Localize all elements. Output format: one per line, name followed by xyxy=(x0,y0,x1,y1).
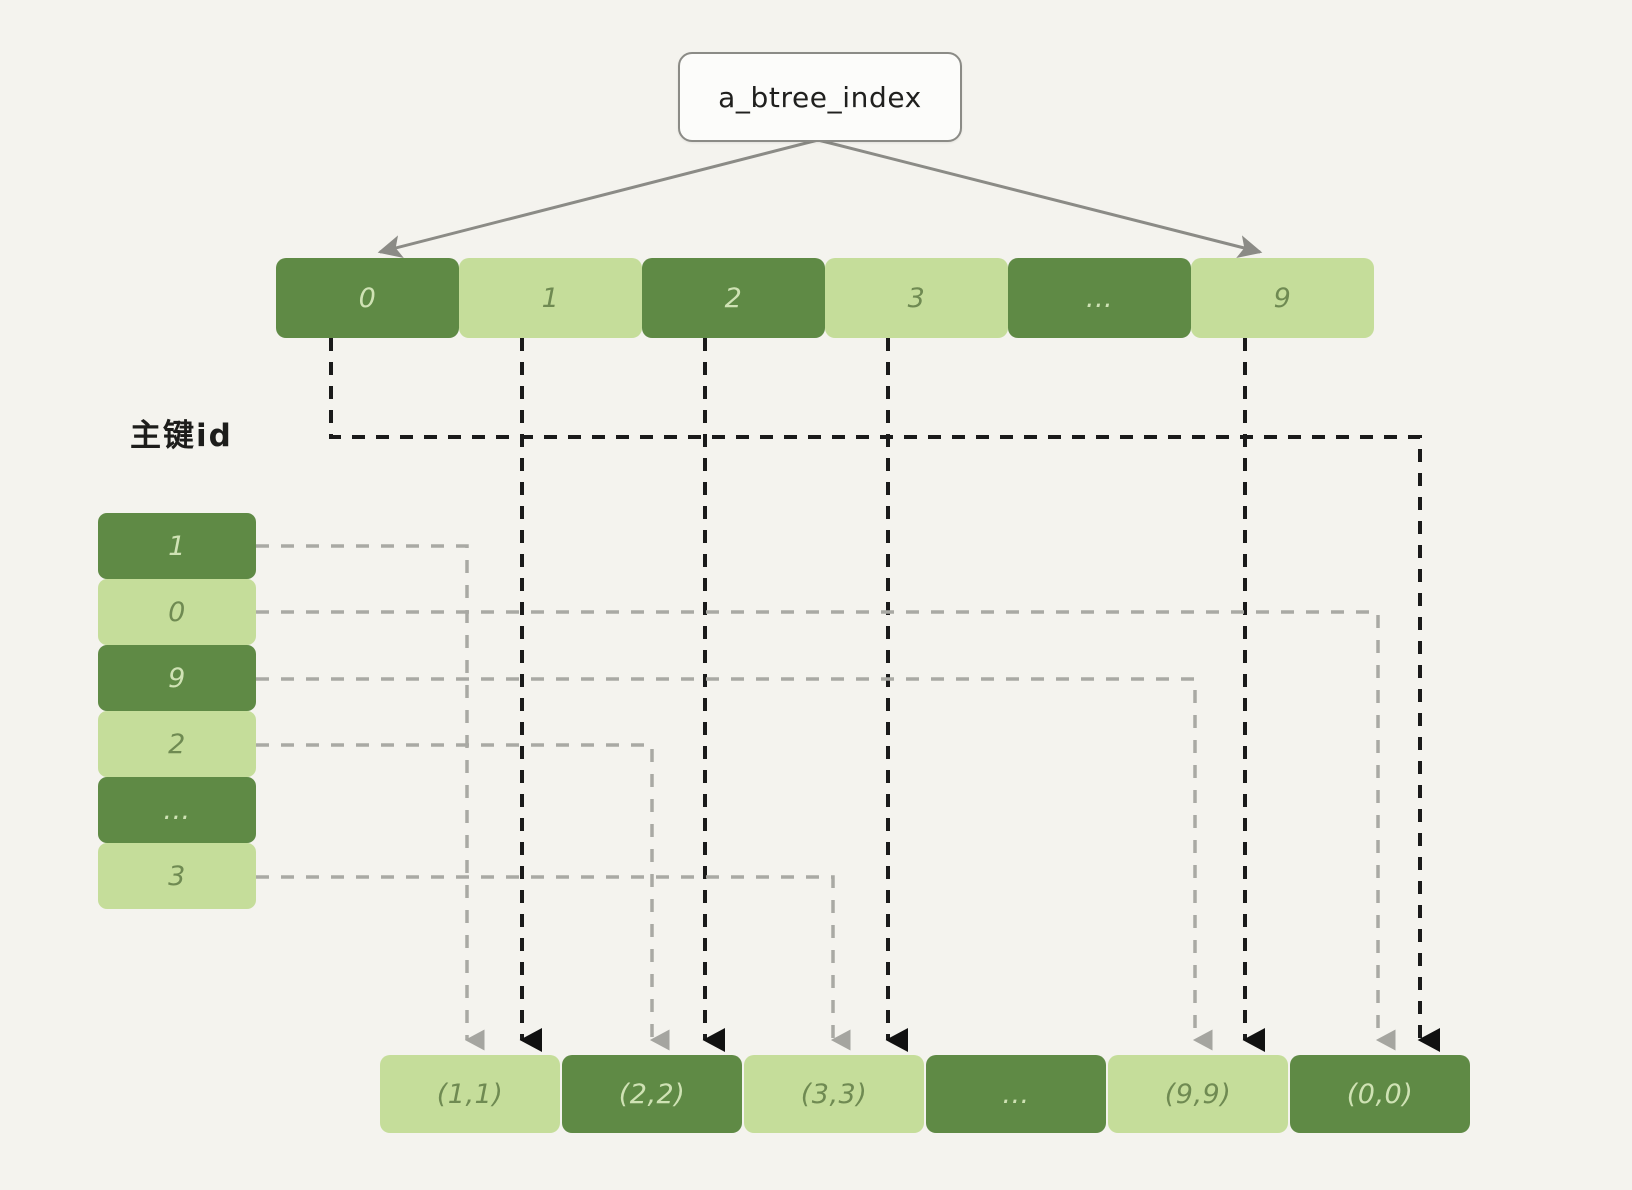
leaf-cell-ellipsis[interactable]: ... xyxy=(926,1055,1106,1133)
pk-cell-1-label: 1 xyxy=(168,530,186,562)
pk-cell-ellipsis-label: ... xyxy=(163,794,191,826)
index-cell-9[interactable]: 9 xyxy=(1191,258,1374,338)
pk-cell-3[interactable]: 3 xyxy=(98,843,256,909)
leaf-cell-3-3-label: (3,3) xyxy=(800,1078,868,1110)
pk-cell-3-label: 3 xyxy=(168,860,186,892)
index-cell-0-label: 0 xyxy=(358,282,377,314)
root-to-index-arrows xyxy=(377,138,1263,259)
leaf-cell-3-3[interactable]: (3,3) xyxy=(744,1055,924,1133)
pk-cell-0[interactable]: 0 xyxy=(98,579,256,645)
pk-cell-1[interactable]: 1 xyxy=(98,513,256,579)
leaf-cell-0-0[interactable]: (0,0) xyxy=(1290,1055,1470,1133)
index-cell-2-label: 2 xyxy=(724,282,743,314)
pk-cell-ellipsis[interactable]: ... xyxy=(98,777,256,843)
leaf-cell-0-0-label: (0,0) xyxy=(1346,1078,1414,1110)
index-title-label: a_btree_index xyxy=(718,80,922,114)
index-cell-ellipsis[interactable]: ... xyxy=(1008,258,1191,338)
index-to-leaf-wires xyxy=(329,338,1440,1052)
leaf-cell-9-9-label: (9,9) xyxy=(1164,1078,1232,1110)
index-title-box[interactable]: a_btree_index xyxy=(678,52,962,142)
index-cell-3[interactable]: 3 xyxy=(825,258,1008,338)
leaf-cell-1-1-label: (1,1) xyxy=(436,1078,504,1110)
leaf-cell-ellipsis-label: ... xyxy=(1002,1078,1030,1110)
pk-cell-2-label: 2 xyxy=(168,728,186,760)
pk-cell-9-label: 9 xyxy=(168,662,186,694)
pk-cell-2[interactable]: 2 xyxy=(98,711,256,777)
leaf-cell-2-2-label: (2,2) xyxy=(618,1078,686,1110)
index-cell-2[interactable]: 2 xyxy=(642,258,825,338)
index-cell-ellipsis-label: ... xyxy=(1085,282,1114,314)
index-cell-3-label: 3 xyxy=(907,282,926,314)
index-cell-1-label: 1 xyxy=(541,282,560,314)
leaf-cell-9-9[interactable]: (9,9) xyxy=(1108,1055,1288,1133)
index-cell-0[interactable]: 0 xyxy=(276,258,459,338)
pk-cell-0-label: 0 xyxy=(168,596,186,628)
index-cell-1[interactable]: 1 xyxy=(459,258,642,338)
leaf-cell-1-1[interactable]: (1,1) xyxy=(380,1055,560,1133)
index-cell-9-label: 9 xyxy=(1273,282,1292,314)
primary-key-column-label: 主键id xyxy=(130,418,233,454)
leaf-cell-2-2[interactable]: (2,2) xyxy=(562,1055,742,1133)
pk-cell-9[interactable]: 9 xyxy=(98,645,256,711)
pk-to-leaf-wires xyxy=(256,544,1396,1051)
